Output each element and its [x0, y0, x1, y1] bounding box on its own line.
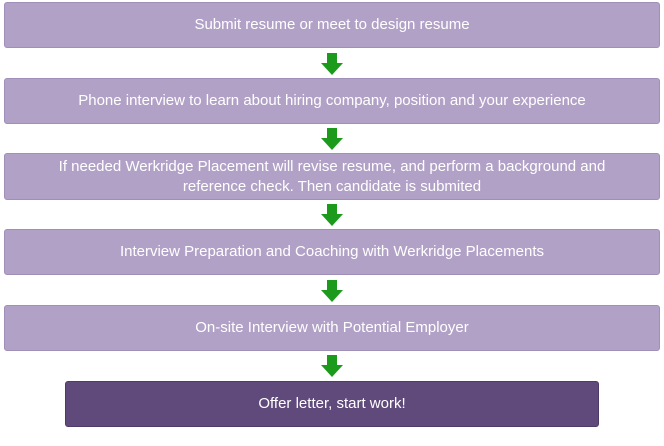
step-phone-interview: Phone interview to learn about hiring co… — [4, 78, 660, 124]
step-label: Offer letter, start work! — [258, 395, 406, 412]
arrow-down-icon — [321, 53, 343, 75]
step-label: Phone interview to learn about hiring co… — [78, 92, 586, 109]
step-submit-resume: Submit resume or meet to design resume — [4, 2, 660, 48]
arrow-down-icon — [321, 128, 343, 150]
arrow-down-icon — [321, 204, 343, 226]
step-label: Interview Preparation and Coaching with … — [119, 243, 545, 260]
arrow-down-icon — [321, 355, 343, 377]
step-revise-and-check: If needed Werkridge Placement will revis… — [4, 153, 660, 200]
step-label: Submit resume or meet to design resume — [194, 16, 470, 33]
step-offer-letter: Offer letter, start work! — [65, 381, 599, 427]
step-onsite-interview: On-site Interview with Potential Employe… — [4, 305, 660, 351]
step-label: On-site Interview with Potential Employe… — [195, 319, 469, 336]
step-interview-preparation: Interview Preparation and Coaching with … — [4, 229, 660, 275]
step-label: If needed Werkridge Placement will revis… — [58, 157, 606, 195]
arrow-down-icon — [321, 280, 343, 302]
